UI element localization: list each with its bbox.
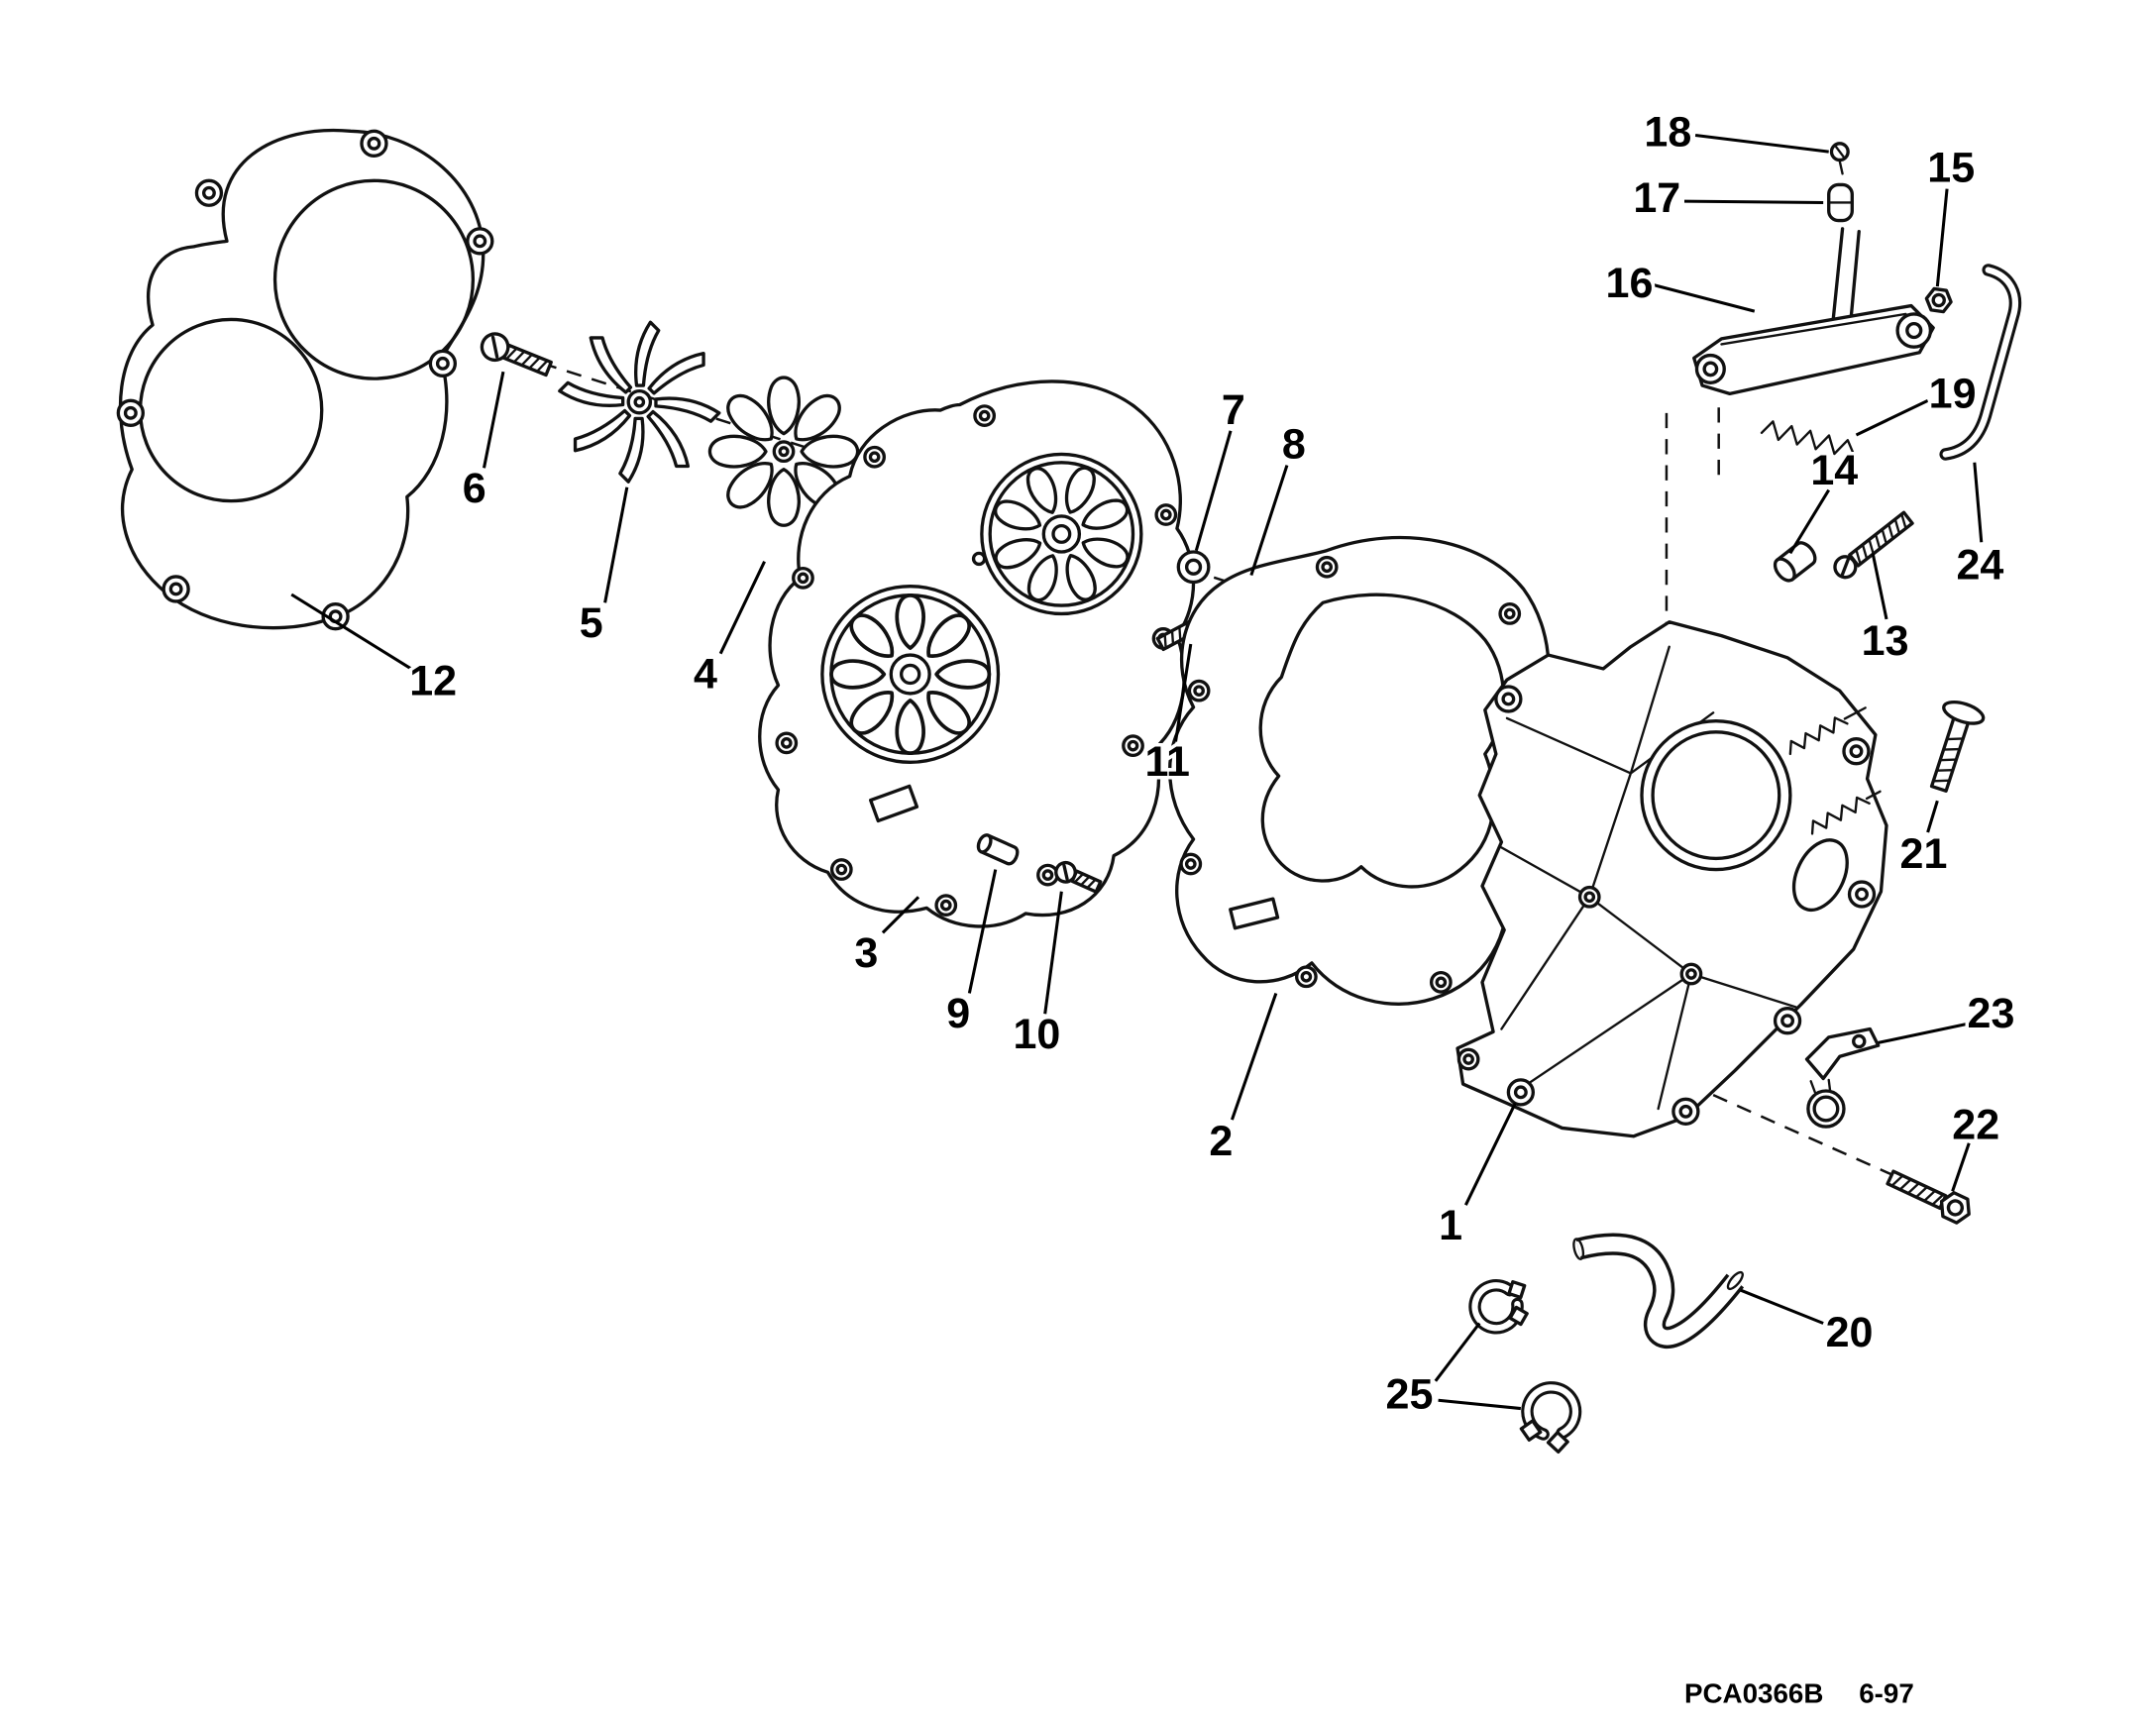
part-24-link-rod <box>1939 264 2022 461</box>
part-label-11: 11 <box>1144 738 1189 786</box>
leader-line-23 <box>1878 1022 1970 1044</box>
part-14-bushing <box>1773 541 1817 583</box>
leader-line-25 <box>1438 1398 1522 1411</box>
part-7-washer <box>1176 550 1211 585</box>
part-25-clamps <box>1468 1279 1582 1454</box>
leader-line-14 <box>1788 488 1831 555</box>
leader-line-8 <box>1249 465 1289 577</box>
part-4-impeller <box>707 376 860 527</box>
part-5-fan <box>558 320 721 484</box>
leader-line-25 <box>1434 1322 1481 1382</box>
leader-line-16 <box>1654 283 1756 313</box>
part-label-14: 14 <box>1810 447 1858 494</box>
part-label-23: 23 <box>1968 990 2015 1037</box>
leader-line-18 <box>1694 133 1829 154</box>
spring-stud-upper <box>1788 706 1867 756</box>
leader-line-10 <box>1043 891 1063 1015</box>
part-1-housing <box>1455 620 1888 1138</box>
part-label-3: 3 <box>854 929 878 977</box>
part-label-4: 4 <box>694 650 717 698</box>
part-label-15: 15 <box>1927 145 1975 192</box>
leader-line-17 <box>1683 199 1824 205</box>
part-21-bolt <box>1929 700 1986 793</box>
leader-line-21 <box>1926 800 1939 833</box>
part-9-pin <box>976 833 1020 866</box>
spring-stud-lower <box>1810 790 1882 835</box>
part-12-gasket <box>116 128 494 631</box>
part-label-24: 24 <box>1956 542 2003 590</box>
part-10-screw <box>1054 860 1103 894</box>
leader-line-20 <box>1740 1288 1824 1325</box>
leader-line-6 <box>482 371 505 469</box>
part-label-20: 20 <box>1826 1309 1874 1356</box>
leader-line-22 <box>1951 1142 1971 1192</box>
part-3-pump-plate <box>758 379 1196 928</box>
part-23-clamp <box>1804 1026 1881 1129</box>
leader-line-5 <box>603 486 629 603</box>
part-18-screw <box>1829 142 1850 175</box>
part-22-bolt <box>1886 1169 1971 1225</box>
figure-code: PCA0366B <box>1684 1678 1823 1709</box>
leader-line-13 <box>1871 553 1888 620</box>
part-label-1: 1 <box>1439 1202 1462 1249</box>
part-label-2: 2 <box>1209 1118 1233 1165</box>
leader-line-3 <box>881 896 920 934</box>
part-label-16: 16 <box>1606 260 1654 307</box>
part-label-9: 9 <box>946 990 970 1037</box>
leader-line-24 <box>1973 462 1984 543</box>
part-label-21: 21 <box>1900 830 1948 878</box>
leader-line-9 <box>967 869 998 994</box>
part-label-17: 17 <box>1633 174 1680 222</box>
leader-line-15 <box>1935 188 1949 287</box>
part-label-12: 12 <box>409 657 457 704</box>
part-label-18: 18 <box>1644 109 1691 157</box>
leader-line-4 <box>718 561 766 655</box>
part-15-nut <box>1924 286 1953 314</box>
part-label-10: 10 <box>1013 1011 1060 1058</box>
part-label-19: 19 <box>1929 370 1977 417</box>
part-19-spring <box>1760 420 1855 456</box>
part-label-25: 25 <box>1386 1371 1434 1419</box>
leader-line-7 <box>1194 430 1233 552</box>
part-13-screw <box>1833 510 1914 580</box>
part-label-22: 22 <box>1952 1102 1999 1149</box>
rosette-upper <box>980 452 1143 616</box>
part-17-spacer <box>1827 182 1854 223</box>
clamp-upper <box>1468 1279 1529 1335</box>
leader-line-11 <box>1174 643 1193 742</box>
rosette-lower <box>820 585 1001 764</box>
leader-line-12 <box>290 593 412 671</box>
part-16-lever-arm <box>1692 227 1935 396</box>
part-label-7: 7 <box>1222 386 1245 434</box>
figure-date: 6-97 <box>1859 1678 1914 1709</box>
part-label-8: 8 <box>1282 421 1306 469</box>
leader-lines <box>290 133 1984 1411</box>
part-label-5: 5 <box>580 599 603 647</box>
clamp-lower <box>1519 1381 1582 1454</box>
leader-line-1 <box>1463 1102 1517 1206</box>
part-label-13: 13 <box>1862 617 1909 665</box>
leader-line-19 <box>1855 398 1929 437</box>
part-20-hose <box>1572 1233 1745 1349</box>
part-label-6: 6 <box>463 465 486 512</box>
leader-line-2 <box>1230 992 1278 1121</box>
part-6-screw <box>480 332 553 378</box>
